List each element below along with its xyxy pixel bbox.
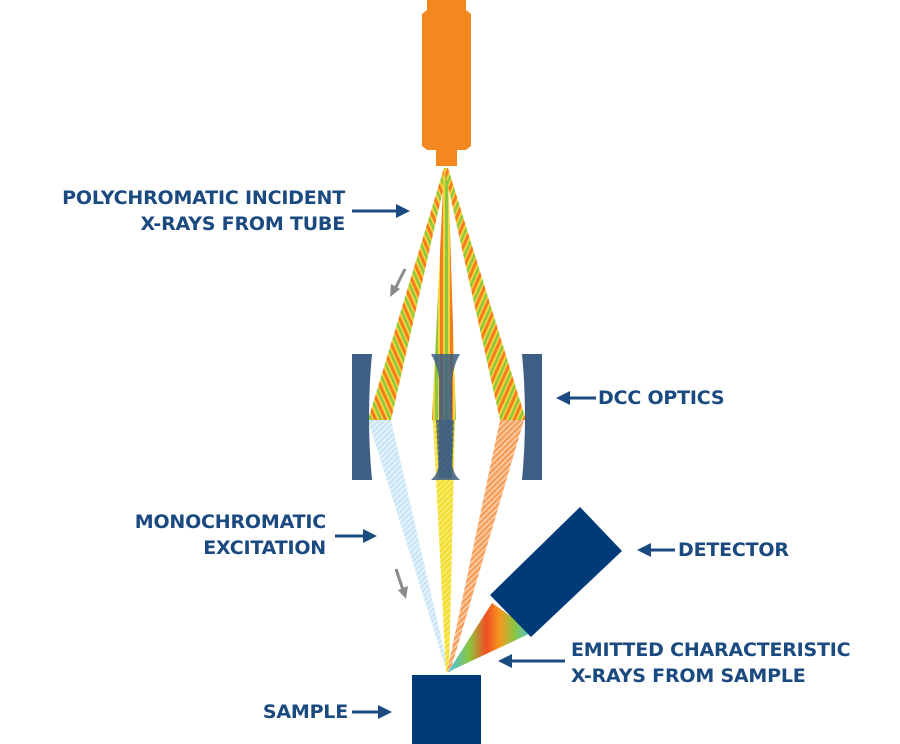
label-sample-line1: SAMPLE <box>262 701 348 723</box>
label-polychromatic-line2: X-RAYS FROM TUBE <box>140 213 346 235</box>
gray-arrow-down-right-icon <box>394 568 405 591</box>
label-emitted-characteristic: EMITTED CHARACTERISTIC X-RAYS FROM SAMPL… <box>571 637 851 689</box>
gray-direction-arrows <box>390 268 408 599</box>
dcc-optic-left <box>352 354 372 480</box>
label-polychromatic-line1: POLYCHROMATIC INCIDENT <box>62 187 345 209</box>
label-monochromatic-line2: EXCITATION <box>203 537 326 559</box>
label-detector: DETECTOR <box>678 537 789 563</box>
arrow-right-icon-monochromatic <box>335 529 377 543</box>
dcc-optic-right <box>522 354 542 480</box>
dcc-optics <box>352 354 542 480</box>
label-monochromatic-line1: MONOCHROMATIC <box>134 511 326 533</box>
dcc-optic-center <box>431 354 460 480</box>
label-emitted-line2: X-RAYS FROM SAMPLE <box>571 665 806 687</box>
label-sample: SAMPLE <box>263 699 348 725</box>
arrow-left-icon-detector <box>637 543 675 557</box>
label-emitted-line1: EMITTED CHARACTERISTIC <box>571 639 851 661</box>
gray-arrow-down-left-icon <box>393 268 407 290</box>
label-dcc-optics: DCC OPTICS <box>598 385 725 411</box>
label-polychromatic-incident: POLYCHROMATIC INCIDENT X-RAYS FROM TUBE <box>62 185 345 237</box>
label-arrows <box>335 204 675 719</box>
label-dcc-line1: DCC OPTICS <box>598 387 725 409</box>
arrow-left-icon-emitted <box>498 654 565 668</box>
arrow-right-icon-polychromatic <box>352 204 410 218</box>
label-detector-line1: DETECTOR <box>678 539 789 561</box>
arrow-left-icon-dcc <box>556 391 596 405</box>
detector <box>490 507 622 637</box>
monochromatic-beams <box>368 420 524 672</box>
xray-tube <box>422 0 471 166</box>
label-monochromatic-excitation: MONOCHROMATIC EXCITATION <box>135 509 326 561</box>
sample <box>412 675 481 744</box>
emitted-xrays <box>448 603 533 672</box>
arrow-right-icon-sample <box>352 705 392 719</box>
